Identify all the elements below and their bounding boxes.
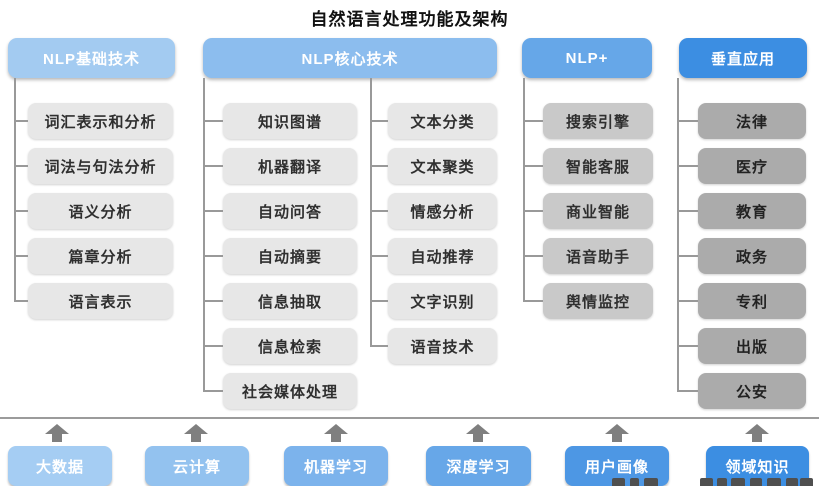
node-language-representation: 语言表示 [14, 283, 173, 319]
node-legal: 法律 [677, 103, 806, 139]
header-nlp-core-tech: NLP核心技术 [203, 38, 497, 78]
node-public-security: 公安 [677, 373, 806, 409]
node-social-media-processing: 社会媒体处理 [203, 373, 357, 409]
separator-line [0, 417, 819, 419]
watermark-remnant [767, 478, 781, 486]
node-education: 教育 [677, 193, 806, 229]
up-arrow-icon [45, 424, 69, 442]
node-lexical-representation: 词汇表示和分析 [14, 103, 173, 139]
node-auto-recommendation: 自动推荐 [370, 238, 497, 274]
column-nlp-plus-items: 搜索引擎 智能客服 商业智能 语音助手 舆情监控 [523, 103, 653, 319]
header-nlp-foundation-tech: NLP基础技术 [8, 38, 175, 78]
connector-trunk-col4 [677, 78, 679, 391]
watermark-remnant [717, 478, 727, 486]
column-vertical-app-items: 法律 医疗 教育 政务 专利 出版 公安 [677, 103, 806, 409]
node-public-opinion-monitoring: 舆情监控 [523, 283, 653, 319]
watermark-remnant [630, 478, 639, 486]
up-arrow-icon [466, 424, 490, 442]
node-text-classification: 文本分类 [370, 103, 497, 139]
watermark-remnant [612, 478, 625, 486]
watermark-remnant [786, 478, 798, 486]
node-lexical-syntax-analysis: 词法与句法分析 [14, 148, 173, 184]
up-arrow-icon [184, 424, 208, 442]
node-patent: 专利 [677, 283, 806, 319]
foundation-cloud-computing: 云计算 [145, 446, 249, 486]
connector-trunk-col1 [14, 78, 16, 301]
node-speech-technology: 语音技术 [370, 328, 497, 364]
node-ocr: 文字识别 [370, 283, 497, 319]
node-knowledge-graph: 知识图谱 [203, 103, 357, 139]
watermark-remnant [750, 478, 762, 486]
node-smart-customer-service: 智能客服 [523, 148, 653, 184]
node-publishing: 出版 [677, 328, 806, 364]
foundation-big-data: 大数据 [8, 446, 112, 486]
column-nlp-core-left-items: 知识图谱 机器翻译 自动问答 自动摘要 信息抽取 信息检索 社会媒体处理 [203, 103, 357, 409]
watermark-remnant [700, 478, 713, 486]
column-nlp-foundation-items: 词汇表示和分析 词法与句法分析 语义分析 篇章分析 语言表示 [14, 103, 173, 319]
header-nlp-plus: NLP+ [522, 38, 652, 78]
connector-trunk-col2-left [203, 78, 205, 391]
node-information-retrieval: 信息检索 [203, 328, 357, 364]
watermark-remnant [644, 478, 658, 486]
node-voice-assistant: 语音助手 [523, 238, 653, 274]
node-information-extraction: 信息抽取 [203, 283, 357, 319]
up-arrow-icon [605, 424, 629, 442]
watermark-remnant [731, 478, 745, 486]
connector-trunk-col3 [523, 78, 525, 301]
node-discourse-analysis: 篇章分析 [14, 238, 173, 274]
node-question-answering: 自动问答 [203, 193, 357, 229]
node-auto-summarization: 自动摘要 [203, 238, 357, 274]
watermark-remnant [800, 478, 813, 486]
connector-trunk-col2-right [370, 78, 372, 346]
up-arrow-icon [745, 424, 769, 442]
node-government: 政务 [677, 238, 806, 274]
node-text-clustering: 文本聚类 [370, 148, 497, 184]
up-arrow-icon [324, 424, 348, 442]
node-machine-translation: 机器翻译 [203, 148, 357, 184]
foundation-machine-learning: 机器学习 [284, 446, 388, 486]
column-nlp-core-right-items: 文本分类 文本聚类 情感分析 自动推荐 文字识别 语音技术 [370, 103, 497, 364]
diagram-title: 自然语言处理功能及架构 [310, 10, 509, 29]
header-vertical-applications: 垂直应用 [679, 38, 807, 78]
node-business-intelligence: 商业智能 [523, 193, 653, 229]
foundation-deep-learning: 深度学习 [426, 446, 531, 486]
node-search-engine: 搜索引擎 [523, 103, 653, 139]
node-semantic-analysis: 语义分析 [14, 193, 173, 229]
node-medical: 医疗 [677, 148, 806, 184]
node-sentiment-analysis: 情感分析 [370, 193, 497, 229]
